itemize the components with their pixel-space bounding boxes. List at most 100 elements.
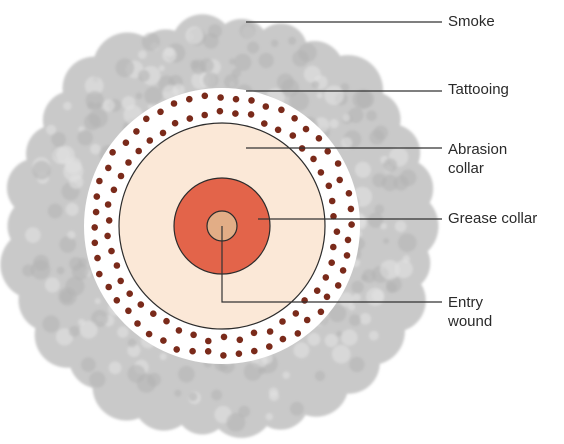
smoke-texture — [144, 87, 162, 105]
tattoo-dot — [221, 334, 228, 341]
tattoo-dot — [340, 267, 347, 274]
tattoo-dot — [261, 120, 268, 127]
smoke-texture — [178, 366, 195, 383]
tattoo-dot — [105, 165, 112, 172]
smoke-texture — [203, 33, 219, 49]
tattoo-dot — [111, 187, 118, 194]
smoke-texture — [57, 267, 65, 275]
smoke-texture — [269, 388, 278, 397]
smoke-texture — [164, 47, 174, 57]
smoke-texture — [103, 99, 115, 111]
tattoo-dot — [133, 128, 140, 135]
smoke-texture — [58, 287, 77, 306]
smoke-texture — [63, 102, 72, 111]
tattoo-dot — [125, 308, 132, 315]
tattoo-dot — [323, 274, 330, 281]
tattoo-dot — [94, 255, 101, 262]
tattoo-dot — [126, 290, 133, 297]
smoke-texture — [277, 73, 294, 90]
smoke-texture — [271, 40, 279, 48]
smoke-texture — [52, 146, 70, 164]
tattoo-dot — [335, 282, 342, 289]
tattoo-dot — [233, 96, 240, 103]
tattoo-dot — [91, 224, 98, 231]
tattoo-dot — [104, 233, 111, 240]
tattoo-dot — [138, 301, 145, 308]
tattoo-dot — [336, 177, 343, 184]
tattoo-dot — [237, 337, 244, 344]
tattoo-dot — [345, 237, 352, 244]
tattoo-dot — [114, 297, 121, 304]
smoke-texture — [159, 65, 165, 71]
tattoo-dot — [279, 318, 286, 325]
smoke-texture — [138, 70, 150, 82]
smoke-texture — [109, 362, 122, 375]
tattoo-dot — [251, 330, 258, 337]
label-abrasion-collar-line1: Abrasion — [448, 140, 507, 159]
tattoo-dot — [118, 173, 125, 180]
tattoo-dot — [290, 132, 297, 139]
tattoo-dot — [326, 183, 333, 190]
smoke-texture — [315, 371, 325, 381]
tattoo-dot — [236, 350, 243, 357]
tattoo-dot — [117, 278, 124, 285]
smoke-texture — [366, 288, 384, 306]
smoke-texture — [81, 357, 96, 372]
smoke-texture — [360, 313, 372, 325]
smoke-texture — [398, 233, 417, 252]
smoke-texture — [380, 223, 387, 230]
smoke-texture — [142, 33, 160, 51]
smoke-texture — [191, 60, 206, 75]
label-tattooing-text: Tattooing — [448, 80, 509, 99]
tattoo-dot — [201, 112, 208, 119]
tattoo-dot — [318, 309, 325, 316]
tattoo-dot — [143, 116, 150, 123]
tattoo-dot — [205, 338, 212, 345]
smoke-texture — [247, 42, 259, 54]
tattoo-dot — [232, 110, 239, 117]
smoke-texture — [353, 294, 361, 302]
smoke-texture — [240, 23, 256, 39]
smoke-texture — [80, 321, 98, 339]
tattoo-dot — [186, 96, 193, 103]
smoke-texture — [386, 282, 397, 293]
smoke-texture — [304, 66, 321, 83]
smoke-texture — [366, 110, 377, 121]
smoke-texture — [383, 238, 389, 244]
tattoo-dot — [310, 156, 317, 163]
smoke-texture — [77, 130, 93, 146]
tattoo-dot — [301, 297, 308, 304]
smoke-texture — [90, 144, 101, 155]
smoke-texture — [185, 26, 203, 44]
tattoo-dot — [275, 127, 282, 134]
label-grease-collar: Grease collar — [448, 209, 537, 228]
tattoo-dot — [147, 137, 154, 144]
smoke-texture — [84, 114, 101, 131]
tattoo-dot — [94, 193, 101, 200]
tattoo-dot — [304, 317, 311, 324]
tattoo-dot — [96, 178, 103, 185]
tattoo-dot — [324, 148, 331, 155]
tattoo-dot — [303, 126, 310, 133]
label-tattooing: Tattooing — [448, 80, 509, 99]
smoke-texture — [224, 74, 239, 89]
tattoo-dot — [248, 97, 255, 104]
smoke-texture — [308, 333, 321, 346]
smoke-texture — [66, 203, 79, 216]
smoke-texture — [32, 161, 51, 180]
smoke-texture — [341, 329, 357, 345]
tattoo-dot — [267, 328, 274, 335]
smoke-texture — [341, 137, 352, 148]
smoke-texture — [174, 390, 181, 397]
tattoo-dot — [334, 228, 341, 235]
smoke-texture — [361, 274, 368, 281]
tattoo-dot — [171, 100, 178, 107]
smoke-texture — [48, 204, 63, 219]
tattoo-dot — [93, 209, 100, 216]
label-abrasion-collar-line2: collar — [448, 159, 507, 178]
label-entry-wound-line1: Entry — [448, 293, 492, 312]
tattoo-dot — [160, 337, 167, 344]
smoke-texture — [348, 303, 355, 310]
tattoo-dot — [125, 159, 132, 166]
smoke-texture — [352, 90, 372, 110]
